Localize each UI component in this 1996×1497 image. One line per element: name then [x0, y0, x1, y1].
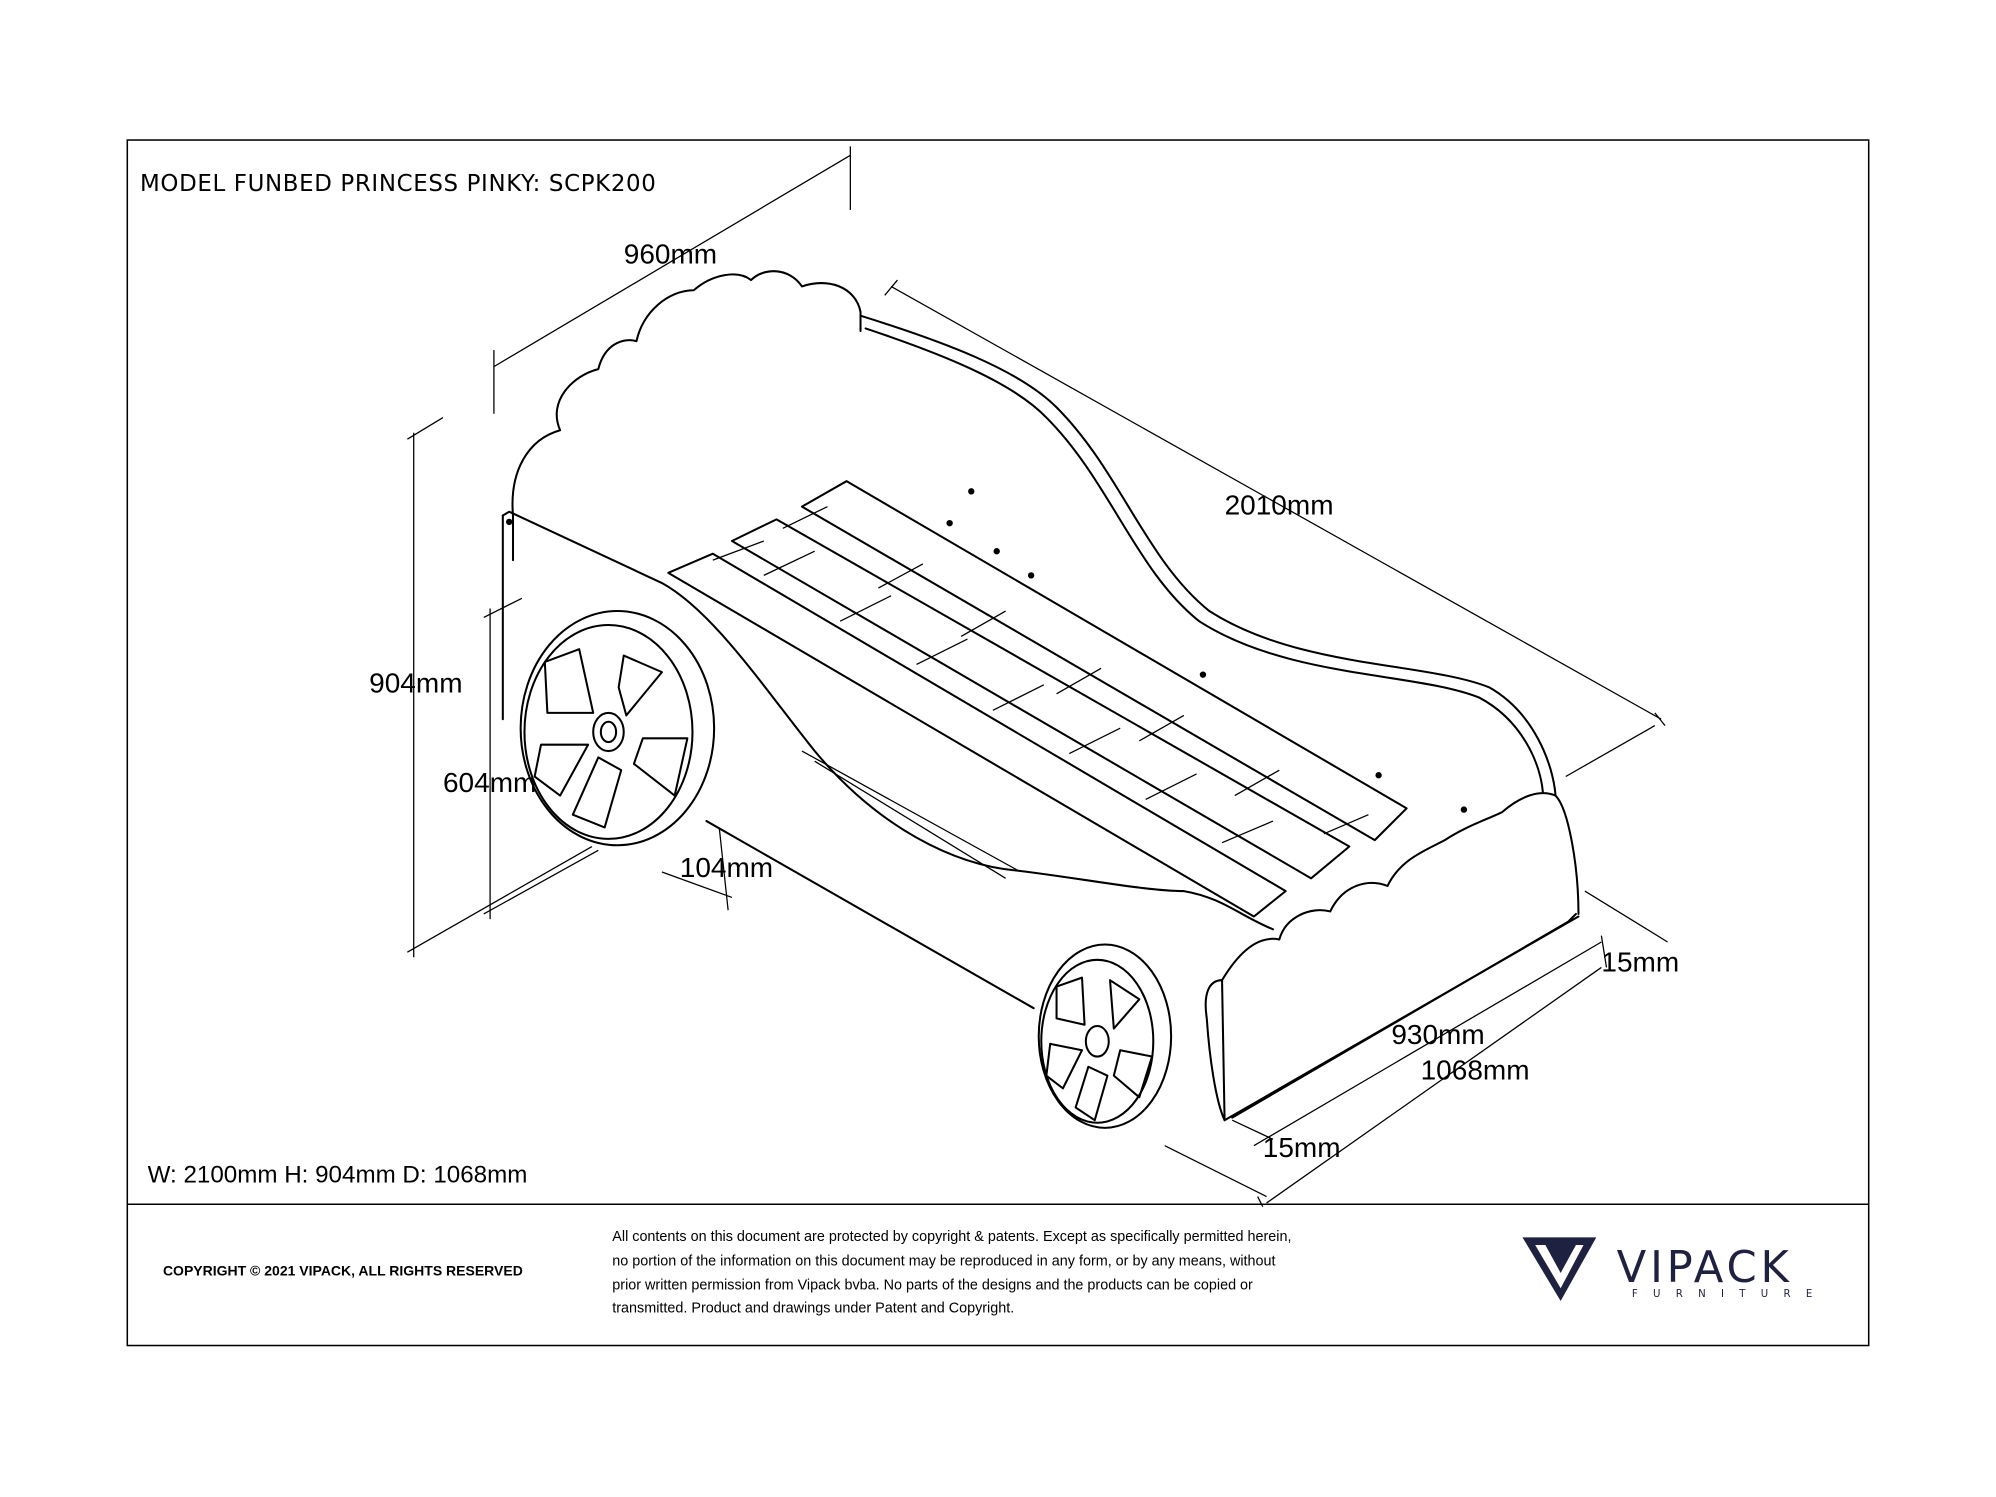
notice-line: prior written permission from Vipack bvb…: [612, 1278, 1253, 1294]
sheet-frame: [126, 139, 1870, 1347]
notice-line: no portion of the information on this do…: [612, 1253, 1275, 1269]
dim-960: 960mm: [624, 239, 717, 270]
dim-15-front: 15mm: [1263, 1132, 1341, 1163]
vipack-logo-sub: FURNITURE: [1632, 1289, 1828, 1300]
dim-2010: 2010mm: [1225, 489, 1334, 520]
vipack-logo-mark: [1522, 1237, 1597, 1301]
dim-104: 104mm: [680, 852, 773, 883]
copyright-text: COPYRIGHT © 2021 VIPACK, ALL RIGHTS RESE…: [163, 1263, 523, 1279]
dim-904: 904mm: [369, 667, 462, 698]
rear-wheel: [1037, 943, 1173, 1129]
slats: [667, 480, 1408, 918]
notice-line: transmitted. Product and drawings under …: [612, 1300, 1014, 1316]
vipack-logo-name: VIPACK: [1617, 1243, 1793, 1293]
dim-1068: 1068mm: [1421, 1054, 1530, 1085]
dim-604: 604mm: [443, 767, 536, 798]
model-title: MODEL FUNBED PRINCESS PINKY: SCPK200: [140, 171, 656, 197]
overall-dimensions: W: 2100mm H: 904mm D: 1068mm: [148, 1162, 528, 1189]
vipack-logo: VIPACK FURNITURE: [1522, 1237, 1828, 1301]
notice-line: All contents on this document are protec…: [612, 1229, 1291, 1245]
dimension-lines: [407, 146, 1668, 1208]
dim-930: 930mm: [1391, 1019, 1484, 1050]
front-wheel: [519, 610, 716, 847]
bed-drawing: [501, 270, 1580, 1129]
dim-15-back: 15mm: [1601, 946, 1679, 977]
